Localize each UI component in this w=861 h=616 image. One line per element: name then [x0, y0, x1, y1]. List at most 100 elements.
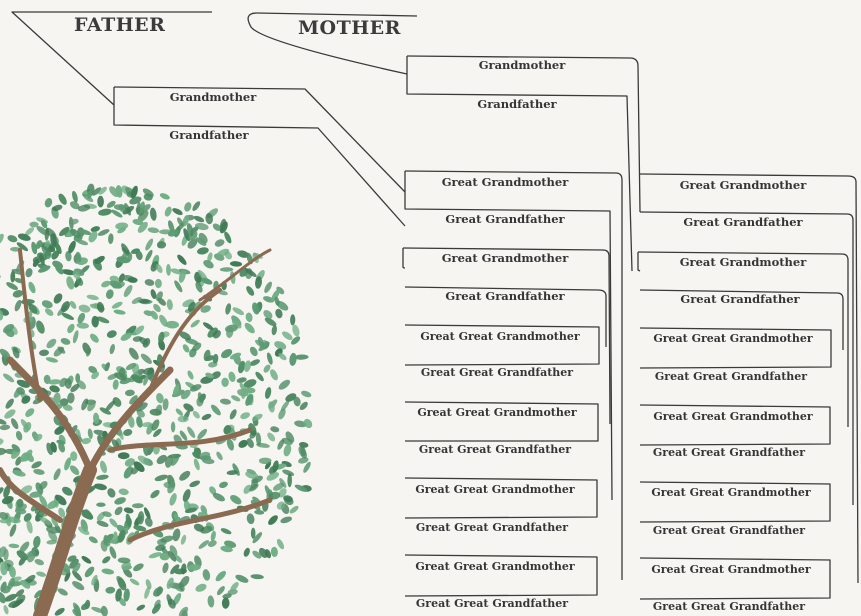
tree-leaf	[226, 326, 234, 338]
tree-leaf	[33, 468, 45, 475]
tree-leaf	[91, 187, 102, 196]
tree-leaf	[72, 330, 79, 344]
tree-leaf	[58, 507, 66, 518]
tree-leaf	[0, 447, 6, 456]
tree-leaf	[199, 451, 211, 460]
tree-leaf	[105, 289, 114, 300]
tree-leaf	[40, 219, 48, 229]
tree-leaf	[60, 301, 71, 313]
tree-leaf	[117, 557, 131, 564]
tree-leaf	[148, 552, 162, 559]
tree-leaf	[136, 604, 146, 611]
tree-leaf	[34, 589, 43, 599]
tree-leaf	[258, 342, 270, 352]
tree-leaf	[221, 349, 233, 359]
tree-leaf	[164, 206, 172, 217]
tree-leaf	[154, 474, 168, 482]
tree-leaf	[151, 419, 160, 431]
tree-leaf	[239, 382, 247, 393]
tree-leaf	[207, 540, 217, 547]
tree-leaf	[177, 217, 184, 227]
tree-leaf	[245, 312, 253, 323]
tree-leaf	[166, 577, 174, 589]
tree-leaf	[266, 352, 273, 365]
tree-leaf	[96, 301, 105, 313]
tree-leaf	[290, 314, 296, 326]
tree-leaf	[219, 481, 228, 489]
tree-leaf	[243, 484, 252, 494]
tree-leaf	[276, 286, 285, 295]
tree-leaf	[53, 293, 63, 304]
tree-leaf	[0, 581, 7, 593]
tree-leaf	[72, 581, 85, 591]
tree-leaf	[109, 186, 119, 197]
great-grandmother-label: Great Grandmother	[679, 178, 807, 192]
tree-leaf	[159, 193, 170, 200]
tree-leaf	[12, 347, 20, 359]
tree-leaf	[255, 276, 262, 289]
great-great-grandfather-label: Great Great Grandfather	[654, 370, 808, 383]
tree-leaf	[46, 442, 54, 456]
tree-leaf	[202, 322, 214, 331]
tree-leaf	[94, 483, 107, 491]
tree-leaf	[44, 308, 54, 316]
tree-leaf	[270, 369, 278, 381]
tree-leaf	[25, 227, 35, 236]
tree-leaf	[136, 409, 145, 418]
tree-leaf	[170, 564, 180, 575]
tree-leaf	[49, 385, 60, 393]
tree-leaf	[143, 507, 151, 520]
tree-leaf	[180, 534, 187, 545]
tree-leaf	[53, 468, 61, 481]
tree-leaf	[230, 582, 239, 592]
tree-leaf	[275, 308, 283, 319]
tree-leaf	[88, 365, 98, 374]
tree-leaf	[58, 442, 66, 453]
tree-leaf	[19, 541, 30, 553]
tree-leaf	[177, 415, 189, 423]
tree-leaf	[172, 528, 181, 542]
tree-leaf	[301, 390, 312, 398]
tree-leaf	[147, 227, 160, 233]
tree-leaf	[203, 349, 211, 362]
tree-leaf	[72, 270, 81, 280]
tree-leaf	[197, 392, 204, 404]
tree-leaf	[115, 588, 122, 602]
tree-leaf	[194, 555, 202, 568]
tree-leaf	[131, 248, 140, 255]
great-grandfather-label: Great Grandfather	[445, 289, 565, 303]
tree-leaf	[85, 347, 92, 357]
tree-leaf	[201, 413, 212, 421]
tree-leaf	[4, 593, 17, 602]
tree-leaf	[158, 331, 165, 344]
tree-leaf	[96, 474, 109, 480]
tree-leaf	[76, 322, 89, 329]
tree-leaf	[155, 263, 163, 274]
tree-leaf	[131, 374, 143, 384]
tree-leaf	[36, 226, 49, 236]
tree-leaf	[23, 422, 32, 433]
tree-leaf	[3, 373, 15, 383]
great-grandfather-label: Great Grandfather	[680, 292, 800, 306]
tree-leaf	[62, 404, 73, 411]
tree-leaf	[120, 332, 132, 341]
tree-leaf	[150, 310, 159, 320]
tree-leaf	[69, 218, 79, 225]
tree-leaf	[178, 606, 189, 616]
tree-leaf	[109, 518, 118, 528]
tree-leaf	[130, 466, 139, 475]
tree-leaf	[167, 229, 179, 237]
tree-leaf	[171, 389, 185, 398]
tree-leaf	[137, 511, 145, 525]
tree-leaf	[179, 470, 191, 481]
tree-leaf	[132, 218, 144, 226]
tree-leaf	[189, 384, 202, 392]
tree-leaf	[282, 469, 295, 477]
tree-leaf	[212, 493, 225, 502]
tree-leaf	[249, 483, 259, 492]
tree-leaf	[115, 185, 123, 198]
tree-leaf	[113, 531, 118, 545]
tree-leaf	[45, 357, 58, 363]
tree-leaf	[274, 296, 280, 306]
